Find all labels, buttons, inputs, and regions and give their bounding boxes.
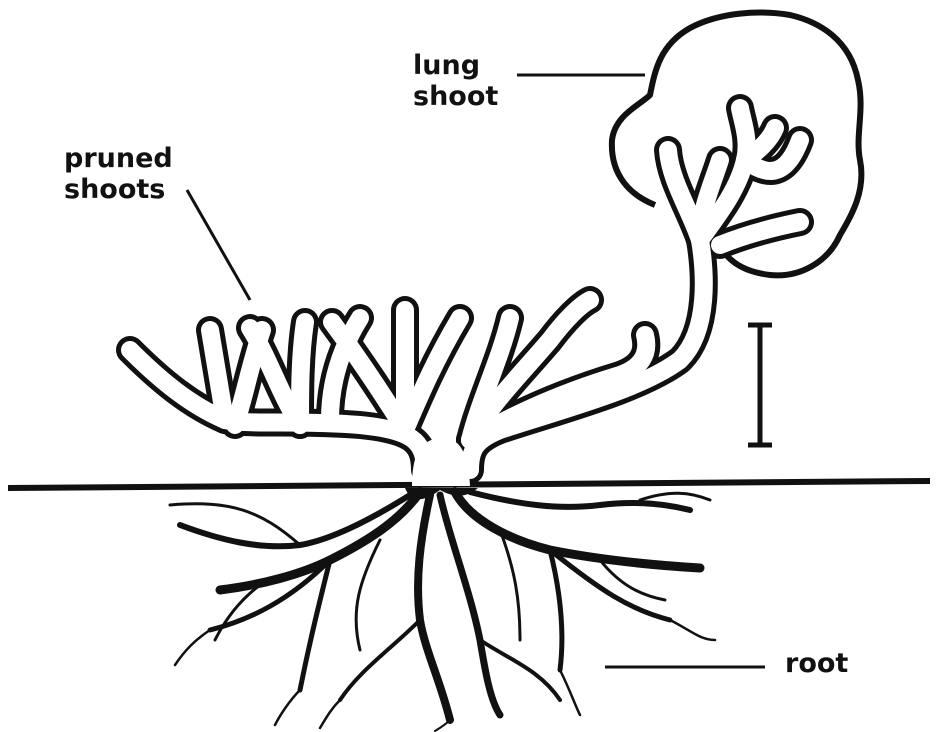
- lung-shoot-label-line1: lung: [413, 50, 498, 81]
- pruned-shoots-label-line2: shoots: [64, 174, 173, 205]
- pruned-shoots: [130, 108, 800, 486]
- pruned-shoots-label-line1: pruned: [64, 143, 173, 174]
- scale-bar: [748, 325, 772, 445]
- lung-shoot-label-line2: shoot: [413, 81, 498, 112]
- pruned-shoots-label: pruned shoots: [64, 143, 173, 205]
- root-system: [170, 488, 715, 731]
- root-label: root: [785, 648, 848, 679]
- lung-shoot-label: lung shoot: [413, 50, 498, 112]
- pruned-shoots-leader: [187, 190, 250, 300]
